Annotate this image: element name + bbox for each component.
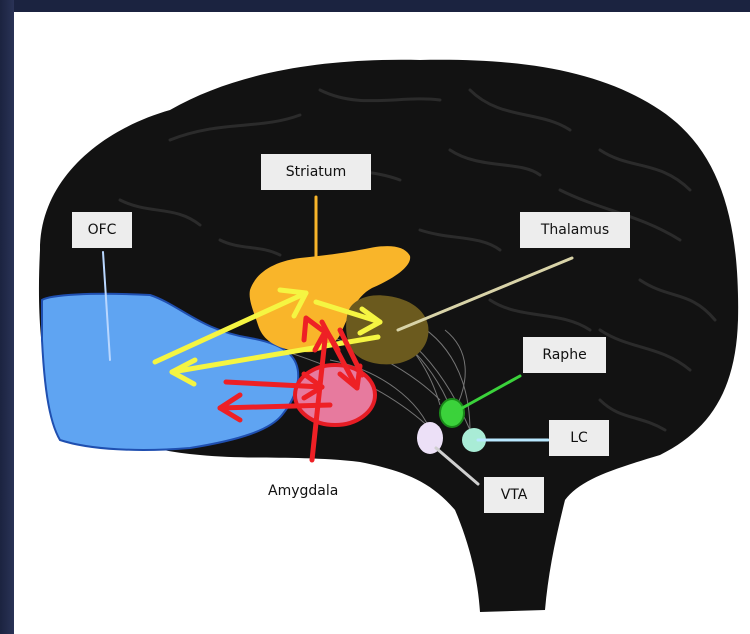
lc-label: LC [549,420,609,456]
striatum-label: Striatum [261,154,371,190]
amygdala-label: Amygdala [268,484,338,498]
raphe-region [440,399,464,427]
ofc-label: OFC [72,212,132,248]
raphe-label: Raphe [523,337,606,373]
thalamus-label: Thalamus [520,212,630,248]
vta-label: VTA [484,477,544,513]
